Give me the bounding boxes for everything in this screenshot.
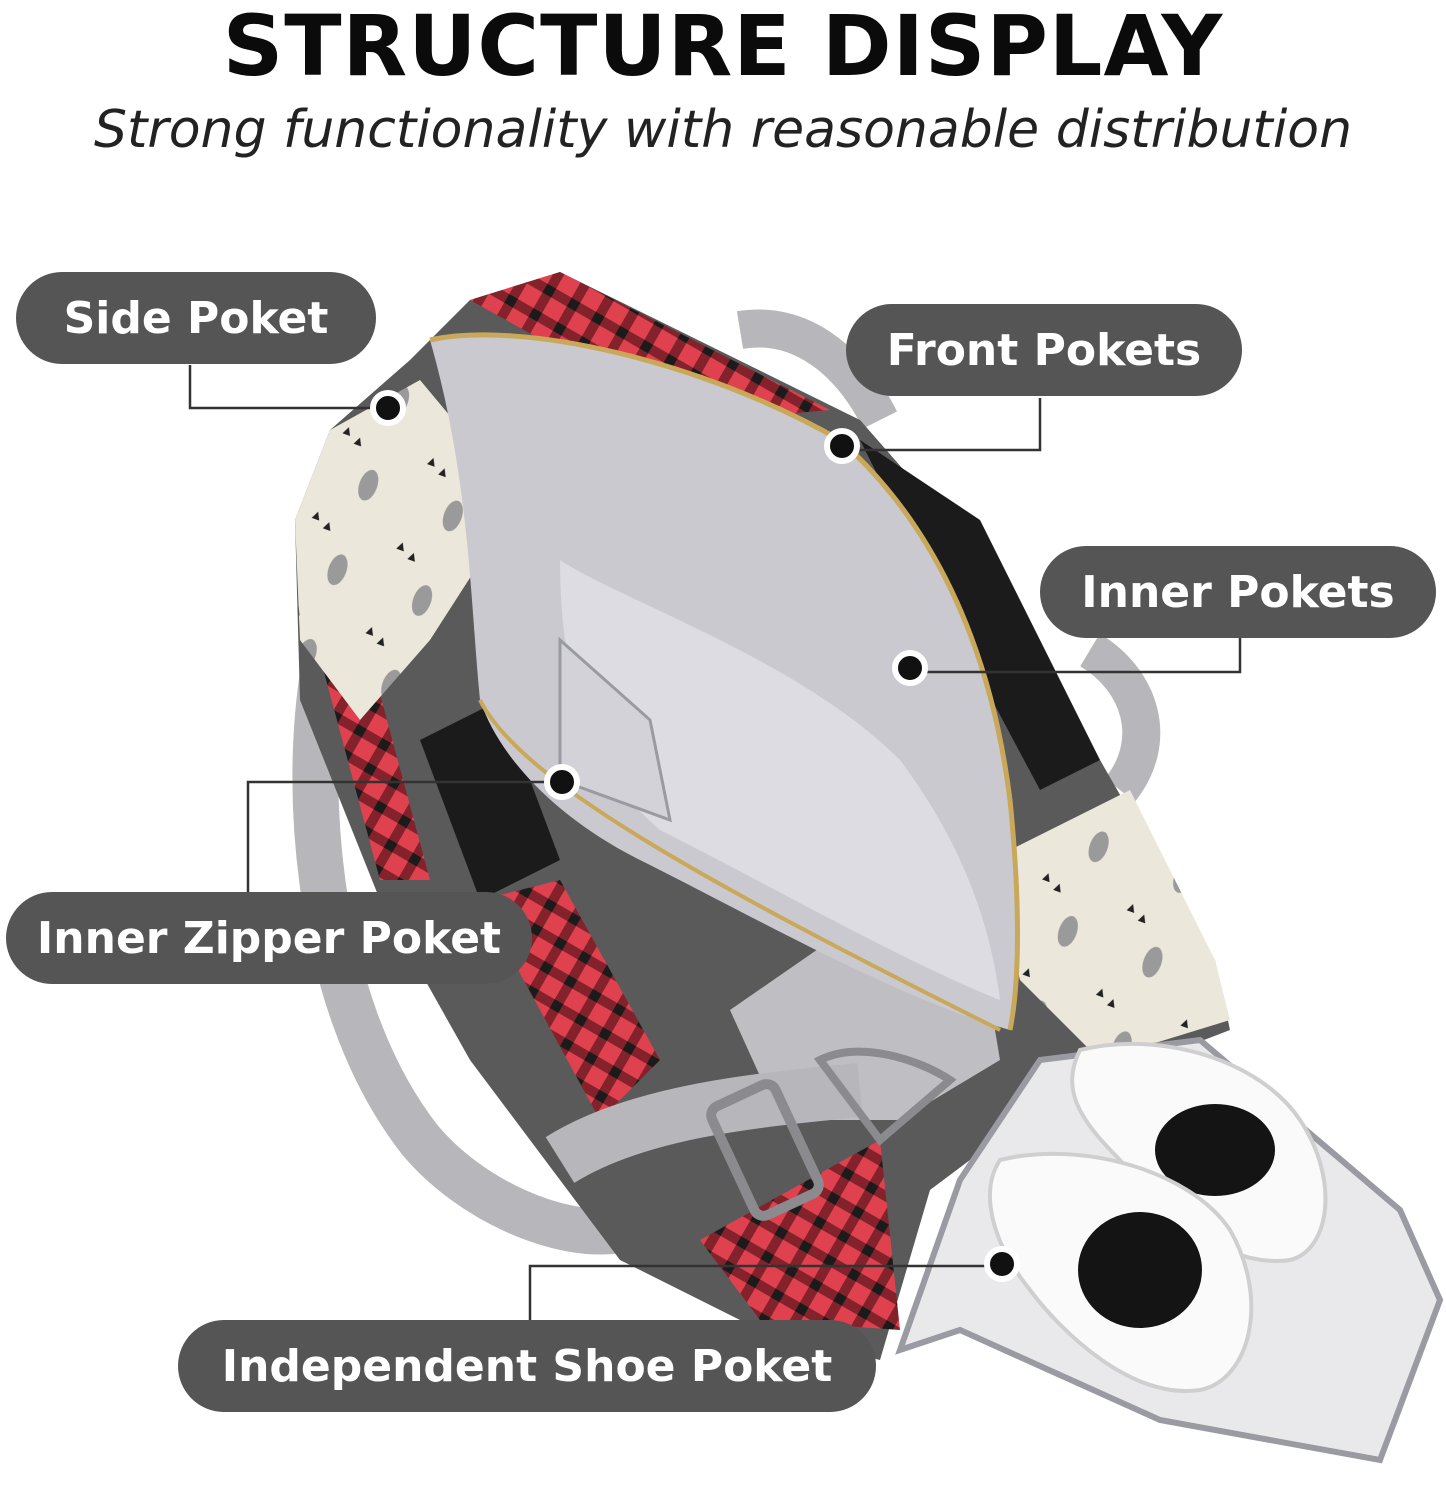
callout-inner-zipper-pocket: Inner Zipper Poket bbox=[6, 892, 532, 984]
page-title: STRUCTURE DISPLAY bbox=[222, 0, 1224, 95]
callout-front-pockets: Front Pokets bbox=[846, 304, 1242, 396]
callout-independent-shoe-pocket: Independent Shoe Poket bbox=[178, 1320, 876, 1412]
page-subtitle: Strong functionality with reasonable dis… bbox=[93, 100, 1353, 160]
callout-side-pocket: Side Poket bbox=[16, 272, 376, 364]
callout-inner-pockets: Inner Pokets bbox=[1040, 546, 1436, 638]
